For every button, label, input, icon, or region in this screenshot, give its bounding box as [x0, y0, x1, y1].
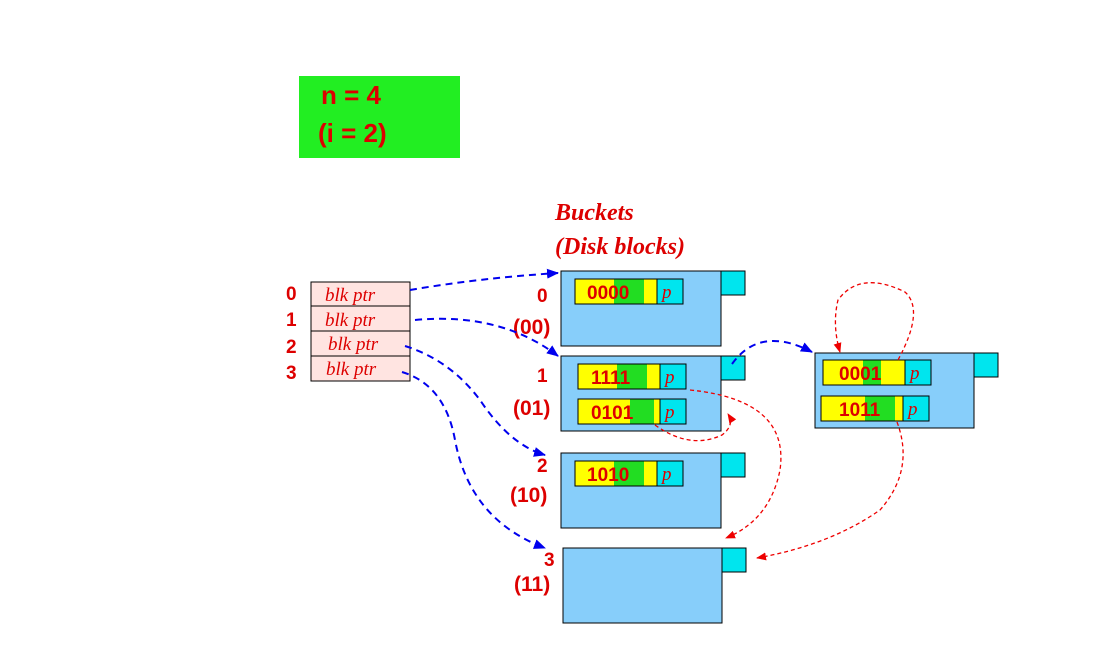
- svg-text:p: p: [906, 399, 918, 420]
- bucket-1: 1 (01) 1111 p 0101 p: [513, 355, 746, 432]
- directory-entry-0: blk ptr: [325, 285, 376, 306]
- directory-arrows: [401, 268, 813, 549]
- info-box-background: [299, 76, 460, 158]
- buckets-heading: Buckets (Disk blocks): [554, 200, 685, 260]
- directory-entry-3: blk ptr: [326, 359, 377, 380]
- bucket-0-bits: (00): [513, 316, 550, 339]
- svg-text:0000: 0000: [587, 283, 629, 304]
- overflow-bucket: 0001 p 1011 p: [814, 352, 999, 429]
- record-0001: 0001 p: [822, 359, 932, 386]
- record-0101: 0101 p: [577, 398, 687, 425]
- svg-text:1111: 1111: [591, 368, 631, 389]
- bucket-0-overflow-slot: [720, 270, 746, 296]
- arrow-1111-bucket3: [689, 389, 782, 539]
- record-1111: 1111 p: [577, 363, 687, 390]
- info-box: n = 4 (i = 2): [299, 76, 460, 158]
- directory: 0 1 2 3 blk ptr blk ptr blk ptr blk ptr: [286, 281, 411, 384]
- arrow-0001-loop: [833, 282, 915, 361]
- svg-text:p: p: [663, 402, 675, 423]
- arrow-1011-bucket3: [756, 421, 904, 561]
- info-n: n = 4: [321, 80, 382, 110]
- arrow-dir3-bucket3: [401, 371, 546, 549]
- directory-index-3: 3: [286, 363, 297, 384]
- buckets-subtitle: (Disk blocks): [555, 234, 685, 260]
- svg-text:p: p: [660, 464, 672, 485]
- svg-text:p: p: [663, 367, 675, 388]
- record-pointer-arrows: [654, 282, 915, 561]
- bucket-2-bits: (10): [510, 484, 547, 507]
- overflow-bucket-slot: [973, 352, 999, 378]
- directory-index-2: 2: [286, 337, 297, 358]
- svg-text:p: p: [660, 282, 672, 303]
- info-i: (i = 2): [318, 118, 387, 148]
- arrow-dir2-bucket2: [404, 345, 546, 457]
- record-0000: 0000 p: [574, 278, 684, 305]
- arrow-bucket1-overflow: [731, 339, 813, 365]
- arrow-dir1-bucket1: [414, 317, 559, 357]
- directory-index-1: 1: [286, 310, 297, 331]
- bucket-3-bits: (11): [514, 573, 550, 596]
- svg-text:p: p: [908, 363, 920, 384]
- svg-text:1011: 1011: [839, 400, 881, 421]
- bucket-3-index: 3: [544, 550, 555, 571]
- directory-entry-1: blk ptr: [325, 310, 376, 331]
- bucket-3: 3 (11): [514, 547, 747, 624]
- bucket-1-bits: (01): [513, 397, 550, 420]
- bucket-2-overflow-slot: [720, 452, 746, 478]
- bucket-0: 0 (00) 0000 p: [513, 270, 746, 347]
- svg-text:1010: 1010: [587, 465, 629, 486]
- svg-text:0101: 0101: [591, 403, 634, 424]
- directory-entry-2: blk ptr: [328, 334, 379, 355]
- record-1011: 1011 p: [820, 395, 930, 422]
- bucket-1-overflow-slot: [720, 355, 746, 381]
- svg-text:0001: 0001: [839, 364, 882, 385]
- bucket-1-index: 1: [537, 366, 548, 387]
- buckets-title: Buckets: [554, 200, 634, 226]
- bucket-3-overflow-slot: [721, 547, 747, 573]
- bucket-0-index: 0: [537, 286, 548, 307]
- bucket-2: 2 (10) 1010 p: [510, 452, 746, 529]
- record-1010: 1010 p: [574, 460, 684, 487]
- directory-index-0: 0: [286, 284, 297, 305]
- bucket-2-index: 2: [537, 456, 548, 477]
- arrow-0101-loop: [654, 413, 737, 442]
- arrow-dir0-bucket0: [409, 268, 559, 291]
